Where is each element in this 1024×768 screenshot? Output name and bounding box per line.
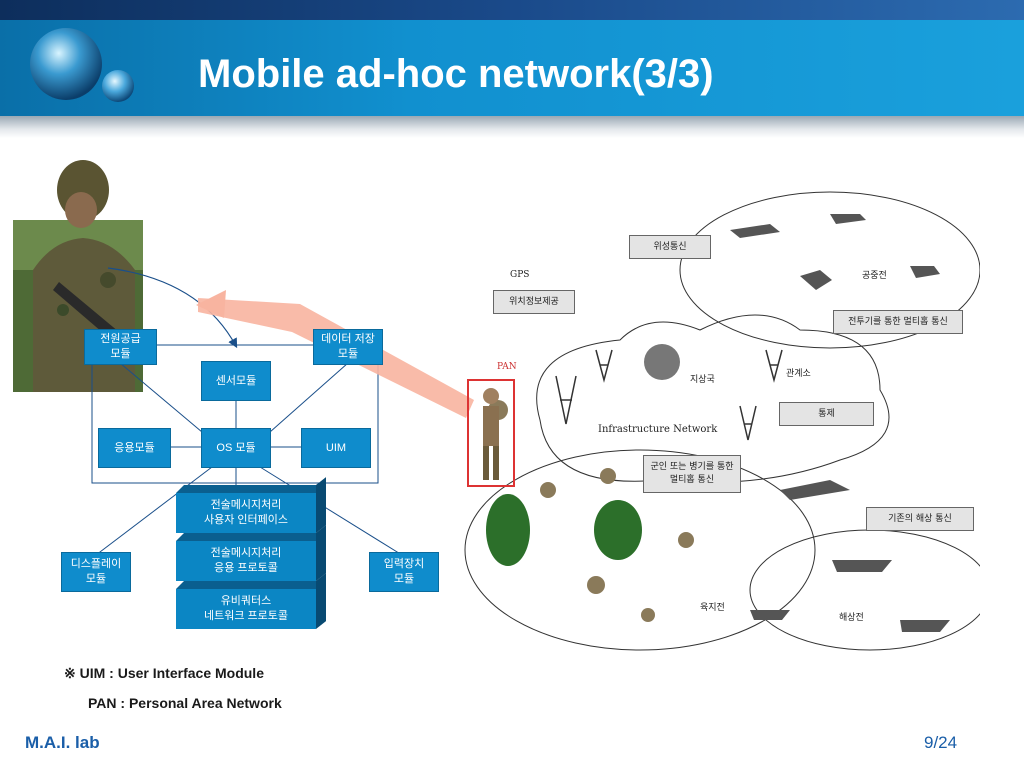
os-module: OS 모듈 — [201, 428, 271, 468]
pan-soldier-icon — [467, 379, 515, 487]
network-illustration — [464, 191, 980, 651]
uim-note: ※ UIM : User Interface Module — [64, 665, 264, 681]
header-shadow — [0, 116, 1024, 138]
input-module: 입력장치 모듈 — [369, 552, 439, 592]
relay-station-label: 관계소 — [786, 369, 811, 379]
control-label: 통제 — [779, 402, 874, 426]
air-battle-label: 공중전 — [862, 271, 887, 281]
infrastructure-label: Infrastructure Network — [598, 424, 718, 435]
ground-station-label: 지상국 — [690, 375, 715, 385]
maritime-comm-label: 기존의 해상 통신 — [866, 507, 974, 531]
globe-logo-icon — [30, 28, 134, 102]
protocol-layer-1: 전술메시지처리 사용자 인터페이스 — [176, 477, 326, 533]
pan-note: PAN : Personal Area Network — [88, 695, 282, 711]
power-module: 전원공급 모듈 — [84, 329, 157, 365]
footer-lab: M.A.I. lab — [25, 733, 100, 752]
storage-module: 데이터 저장 모듈 — [313, 329, 383, 365]
pan-label: PAN — [497, 362, 517, 372]
page-title: Mobile ad-hoc network(3/3) — [198, 52, 714, 96]
gps-label: GPS — [510, 270, 530, 280]
sensor-module: 센서모듈 — [201, 361, 271, 401]
uim-module: UIM — [301, 428, 371, 468]
top-bar — [0, 0, 1024, 20]
gps-info-label: 위치정보제공 — [493, 290, 575, 314]
display-module: 디스플레이 모듈 — [61, 552, 131, 592]
protocol-layer-3: 유비쿼터스 네트워크 프로토콜 — [176, 573, 326, 631]
satellite-comm-label: 위성통신 — [629, 235, 711, 259]
header-band — [0, 20, 1024, 116]
ground-battle-label: 육지전 — [700, 603, 725, 613]
sea-battle-label: 해상전 — [839, 613, 864, 623]
ground-multihop-label: 군인 또는 병기를 통한 멀티홉 통신 — [643, 455, 741, 493]
page-number: 9/24 — [924, 733, 958, 752]
fighter-relay-label: 전투기를 통한 멀티홉 통신 — [833, 310, 963, 334]
protocol-layer-2: 전술메시지처리 응용 프로토콜 — [176, 525, 326, 581]
app-module: 응용모듈 — [98, 428, 171, 468]
